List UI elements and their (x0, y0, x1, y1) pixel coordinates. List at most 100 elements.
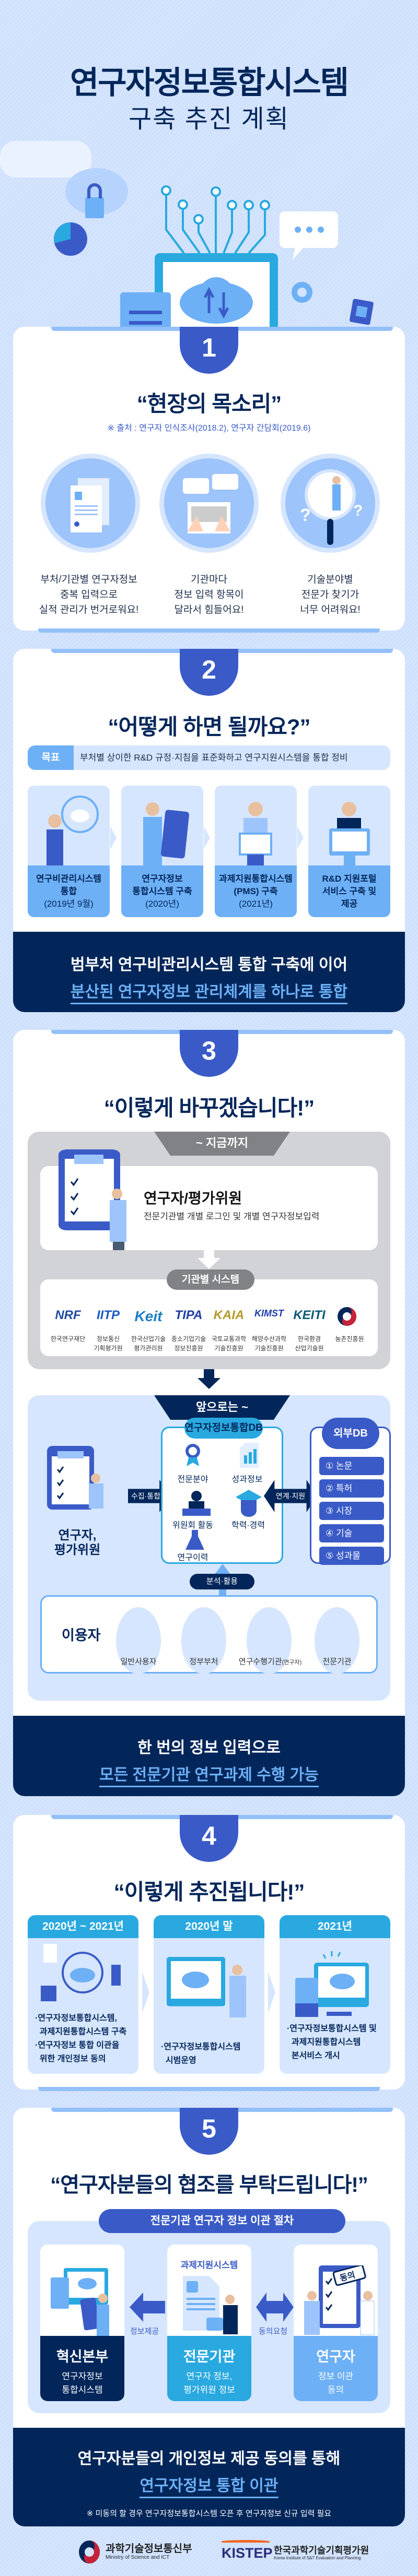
header-illustration (0, 141, 374, 329)
arrow-left-icon (130, 2293, 165, 2322)
tipa-logo: TIPA (175, 1308, 203, 1322)
integrated-db-title: 연구자정보통합DB (184, 1418, 263, 1439)
goal-bar: 목표 부처별 상이한 R&D 규정·지침을 표준화하고 연구지원시스템을 통합 … (28, 745, 390, 770)
db-item: 성과정보 (231, 1475, 263, 1484)
kaia-logo: KAIA (213, 1308, 245, 1322)
section-number-badge: 5 (180, 2108, 238, 2155)
server-icon (120, 292, 171, 329)
section-number-badge: 4 (180, 1815, 238, 1862)
summary-banner: 한 번의 정보 입력으로 모든 전문기관 연구과제 수행 가능 (13, 1716, 405, 1796)
users-label: 이용자 (62, 1628, 101, 1643)
chevron-right-icon (204, 826, 210, 849)
db-item: 연구이력 (177, 1553, 208, 1562)
arrow-down-icon (198, 1369, 220, 1389)
chat-bubble-icon (280, 211, 338, 260)
section-number-badge: 2 (180, 649, 238, 696)
flow-label: 정보제공 (130, 2327, 159, 2336)
chevron-right-icon (268, 1972, 275, 2013)
consent-clipboard-icon: 동의 (304, 2265, 375, 2335)
svg-text:?: ? (300, 505, 311, 525)
report-icon (240, 1443, 259, 1468)
page-subtitle: 구축 추진 계획 (129, 105, 289, 133)
timeline-period: 2020년 ~ 2021년 (28, 1915, 138, 1938)
actor-label: 연구자,평가위원 (54, 1528, 101, 1557)
step-card: 과제지원통합시스템(PMS) 구축(2021년) (215, 786, 297, 917)
magnifier-icon: ?? (281, 454, 380, 553)
user-label: 연구수행기관(연구자) (238, 1657, 302, 1666)
section-1-card: 1 “현장의 목소리” ※ 출처 : 연구자 인식조사(2018.2), 연구자… (13, 327, 405, 631)
research-institute-user-icon (247, 1607, 292, 1674)
system-label: 과제지원시스템 (180, 2260, 238, 2270)
integrated-db-box: 전문분야 성과정보 위원회 활동 학력·경력 연구이력 연구자정보통합DB (161, 1418, 283, 1564)
keit-logo: Keit (134, 1308, 162, 1324)
agency-systems-pill: 기관별 시스템 (167, 1269, 254, 1290)
db-item: 위원회 활동 (172, 1521, 214, 1530)
researcher-clipboard-icon (47, 1446, 103, 1510)
external-db-title: 외부DB (322, 1418, 379, 1449)
analysis-pill: 분석·활용 (190, 1574, 254, 1589)
chevron-right-icon (142, 1972, 149, 2013)
past-tab: ~ 지금까지 (154, 1132, 290, 1156)
past-box: 연구자/평가위원 전문기관별 개별 로그인 및 개별 연구자정보입력 (40, 1149, 378, 1250)
link-arrow: 연계·지원 (264, 1480, 317, 1512)
taegeuk-emblem-icon (79, 2541, 100, 2563)
external-db-item: ④ 기술 (319, 1524, 384, 1542)
process-title-pill: 전문기관 연구자 정보 이관 절차 (99, 2209, 345, 2233)
cloud-icon (0, 141, 91, 177)
goal-text: 부처별 상이한 R&D 규정·지침을 표준화하고 연구지원시스템을 통합 정비 (80, 753, 348, 763)
researcher-clipboard-icon (59, 1149, 126, 1250)
past-description: 전문기관별 개별 로그인 및 개별 연구자정보입력 (144, 1212, 320, 1221)
user-label: 일반사용자 (120, 1657, 157, 1666)
external-db-item: ③ 시장 (319, 1502, 384, 1520)
keiti-logo: KEITI (293, 1308, 326, 1322)
source-note: ※ 출처 : 연구자 인식조사(2018.2), 연구자 간담회(2019.6) (107, 424, 311, 433)
taegeuk-emblem-icon (338, 1307, 356, 1326)
section-title: “이렇게 바꾸겠습니다!” (103, 1096, 315, 1120)
monitor-icon (155, 253, 278, 329)
goal-label: 목표 (28, 745, 74, 770)
past-role: 연구자/평가위원 (144, 1190, 242, 1206)
person-podium-icon (239, 802, 272, 866)
external-db-box: 외부DB ① 논문 ② 특허 ③ 시장 ④ 기술 ⑤ 성과물 (310, 1418, 391, 1565)
laptop-icon (159, 454, 259, 553)
iitp-logo: IITP (96, 1308, 120, 1322)
future-panel: 앞으로는 ~ 연구자,평가위원 수집·통합 전문분야 성과정보 위원회 활동 학… (28, 1395, 391, 1701)
agency-label: 한국연구재단 (50, 1335, 86, 1343)
monitor-maintenance-icon (167, 1957, 246, 2017)
summary-banner: 연구자분들의 개인정보 제공 동의를 통해 연구자정보 통합 이관 ※ 미동의 … (13, 2428, 405, 2526)
person-screen-icon (329, 802, 370, 866)
consent-note: ※ 미동의 할 경우 연구자정보통합시스템 오픈 후 연구자정보 신규 입력 필… (86, 2509, 332, 2518)
party-name: 전문기관 (183, 2349, 236, 2365)
section-2-card: 2 “어떻게 하면 될까요?” 목표 부처별 상이한 R&D 규정·지침을 표준… (13, 649, 405, 1012)
arrow-bidirectional-icon (256, 2293, 294, 2322)
general-user-icon (116, 1607, 161, 1674)
users-box: 이용자 일반사용자 정부부처 연구수행기관(연구자) 전문기관 (40, 1595, 378, 1674)
future-tab: 앞으로는 ~ (154, 1395, 290, 1420)
divider (38, 2087, 380, 2091)
timeline-card: 2021년 ·연구자정보통합시스템 및 과제지원통합시스템 본서비스 개시 (280, 1915, 390, 2074)
gear-icon (292, 282, 312, 303)
section-number-badge: 3 (180, 1030, 238, 1077)
external-db-item: ⑤ 성과물 (319, 1547, 384, 1565)
db-item: 전문분야 (177, 1475, 208, 1484)
agency-box: NRF IITP Keit TIPA KAIA KIMST KEITI 한국연구… (40, 1279, 378, 1356)
circuit-icon (161, 185, 270, 254)
person-cloud-icon (47, 796, 99, 866)
graduation-cap-icon (236, 1490, 262, 1517)
cloud-sync-icon (41, 1944, 121, 2001)
timeline-card: 2020년 ~ 2021년 ·연구자정보통합시스템, 과제지원통합시스템 구축·… (28, 1915, 138, 2074)
timeline-card: 2020년 말 ·연구자정보통합시스템 시범운영 (154, 1915, 264, 2074)
